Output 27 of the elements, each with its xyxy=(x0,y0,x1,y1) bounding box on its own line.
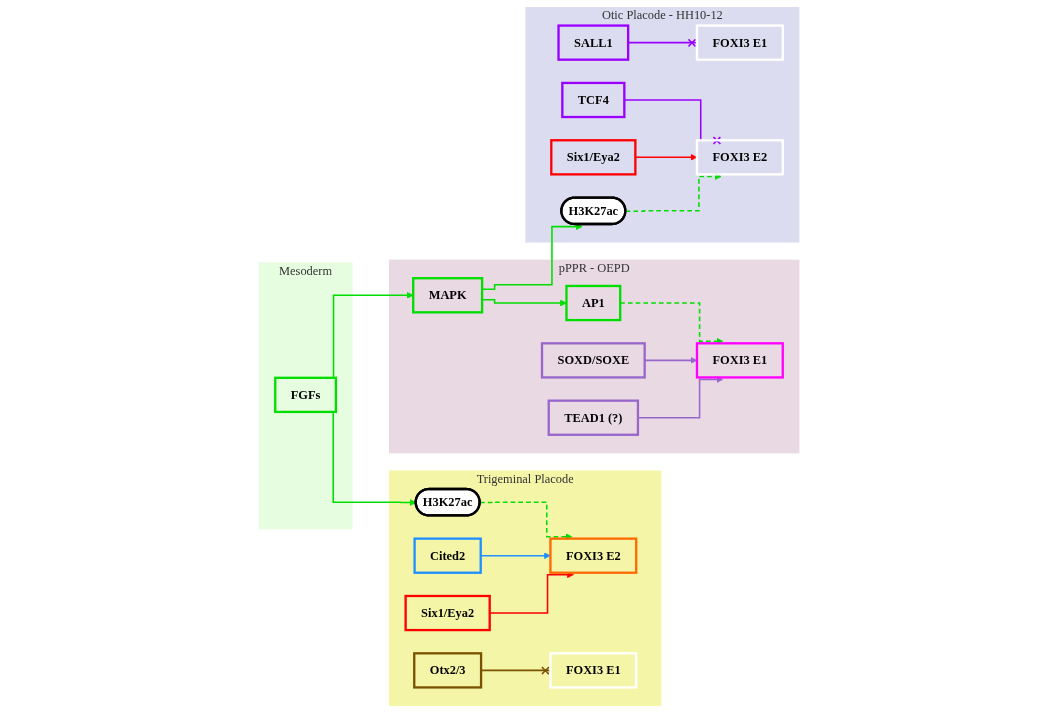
arrow xyxy=(488,571,574,614)
arrow xyxy=(479,552,551,560)
connector xyxy=(480,666,552,675)
connector xyxy=(623,99,723,145)
node-box: FOXI3 E1 xyxy=(695,24,784,61)
node-box: FOXI3 E2 xyxy=(549,537,638,574)
node-box: MAPK xyxy=(412,277,484,314)
arrow xyxy=(619,302,724,345)
node-box: FGFs xyxy=(274,376,338,414)
node-box: SOXD/SOXE xyxy=(540,342,646,379)
node-box: TCF4 xyxy=(561,81,626,119)
node-box: Otx2/3 xyxy=(413,652,483,689)
node-box: FOXI3 E1 xyxy=(549,652,638,689)
connector xyxy=(627,38,698,48)
node-box: AP1 xyxy=(565,284,622,322)
node-box: FOXI3 E1 xyxy=(695,342,784,379)
node-box: SALL1 xyxy=(557,24,630,61)
arrow xyxy=(481,299,567,307)
arrow xyxy=(481,223,583,290)
arrow xyxy=(637,376,724,419)
node-box: Six1/Eya2 xyxy=(550,139,637,176)
node-box: Six1/Eya2 xyxy=(404,594,491,632)
node-box: FOXI3 E2 xyxy=(695,139,784,176)
arrow xyxy=(643,356,698,364)
node-box: TEAD1 (?) xyxy=(547,399,640,436)
node-box: Cited2 xyxy=(413,537,482,574)
arrow xyxy=(634,153,698,161)
